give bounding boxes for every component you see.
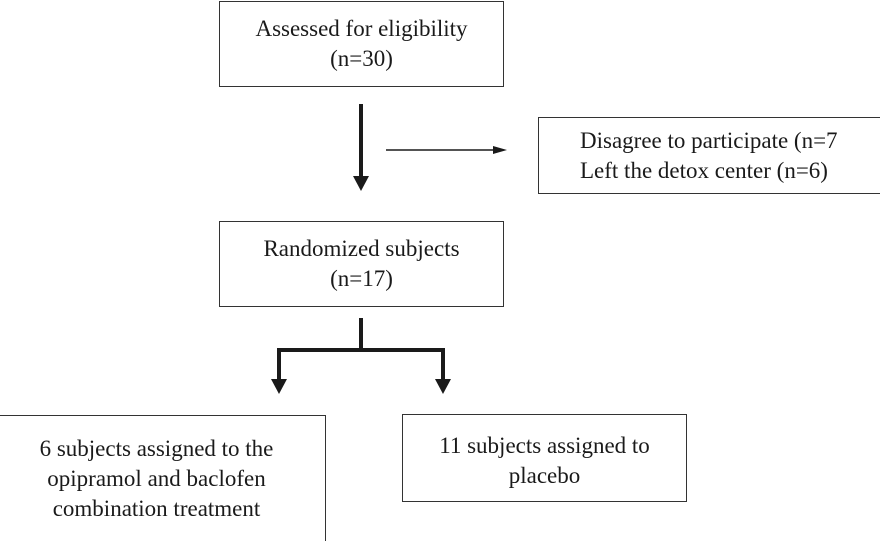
excluded-disagree: Disagree to participate (n=7 xyxy=(580,127,838,153)
randomized-box: Randomized subjects (n=17) xyxy=(219,221,504,307)
randomized-count: (n=17) xyxy=(330,266,393,291)
combination-arm-box: 6 subjects assigned to the opipramol and… xyxy=(0,415,326,541)
placebo-arm-box: 11 subjects assigned to placebo xyxy=(402,414,687,502)
placebo-line-2: placebo xyxy=(508,463,581,488)
arrow-eligibility-to-randomized xyxy=(353,104,369,191)
eligibility-box: Assessed for eligibility (n=30) xyxy=(219,1,504,87)
excluded-box: Disagree to participate (n=7 Left the de… xyxy=(538,117,880,194)
excluded-left-detox: Left the detox center (n=6) xyxy=(580,157,828,183)
randomized-label: Randomized subjects xyxy=(263,236,460,261)
combination-line-2: opipramol and baclofen xyxy=(47,465,266,491)
combination-line-3: combination treatment xyxy=(52,495,261,521)
eligibility-count: (n=30) xyxy=(330,46,393,71)
arrow-split-to-arms xyxy=(271,318,451,394)
arrow-to-excluded xyxy=(386,146,507,154)
eligibility-label: Assessed for eligibility xyxy=(255,16,468,41)
placebo-line-1: 11 subjects assigned to xyxy=(439,433,650,458)
combination-line-1: 6 subjects assigned to the xyxy=(39,435,274,461)
